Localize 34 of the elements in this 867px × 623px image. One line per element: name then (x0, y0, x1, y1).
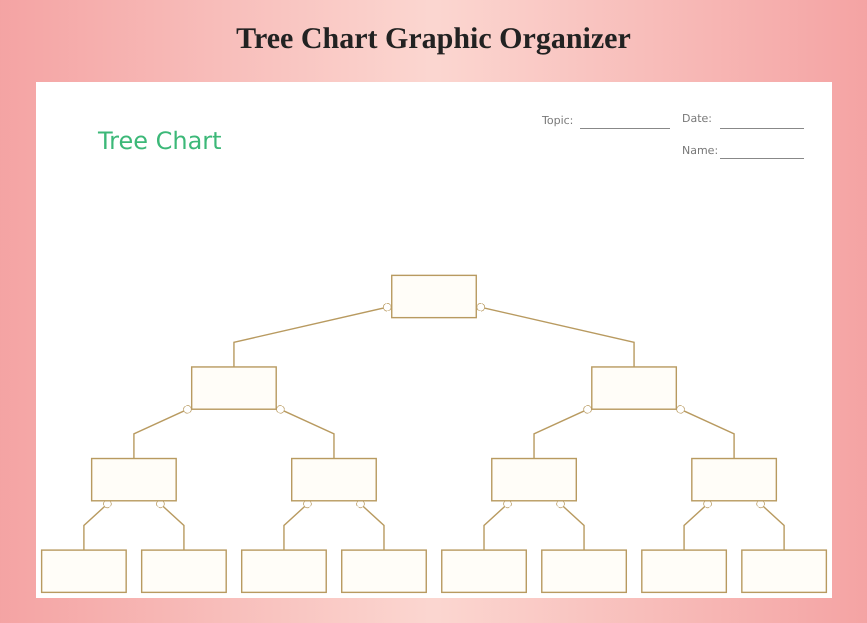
node-box (291, 458, 377, 502)
node-box (441, 549, 527, 594)
connector (233, 302, 392, 367)
connector (276, 405, 335, 459)
node-box (140, 549, 227, 594)
node-box (741, 549, 828, 594)
node-box (491, 458, 577, 502)
title: Tree Chart Graphic Organizer (235, 22, 632, 56)
node-box (240, 549, 327, 594)
connector (483, 500, 512, 550)
field-label: Topic: (542, 114, 574, 127)
connector (83, 500, 112, 550)
connector (476, 302, 635, 367)
node-box (40, 549, 127, 594)
node-box (691, 458, 778, 502)
connector (756, 500, 785, 550)
heading-text: Tree Chart (98, 127, 222, 155)
field-label: Name: (682, 144, 718, 157)
node-box (591, 366, 678, 410)
node-box (391, 274, 477, 318)
node-box (90, 458, 177, 502)
connector (283, 500, 312, 550)
connector (356, 500, 385, 550)
node-box (541, 549, 628, 594)
node-box (190, 366, 277, 410)
node-box (641, 549, 728, 594)
connector (676, 405, 735, 459)
connector (133, 405, 192, 459)
connector (556, 500, 585, 550)
connector (683, 500, 712, 550)
connector (533, 405, 592, 459)
connector (156, 500, 185, 550)
node-box (341, 549, 427, 594)
field-label: Date: (682, 112, 712, 125)
